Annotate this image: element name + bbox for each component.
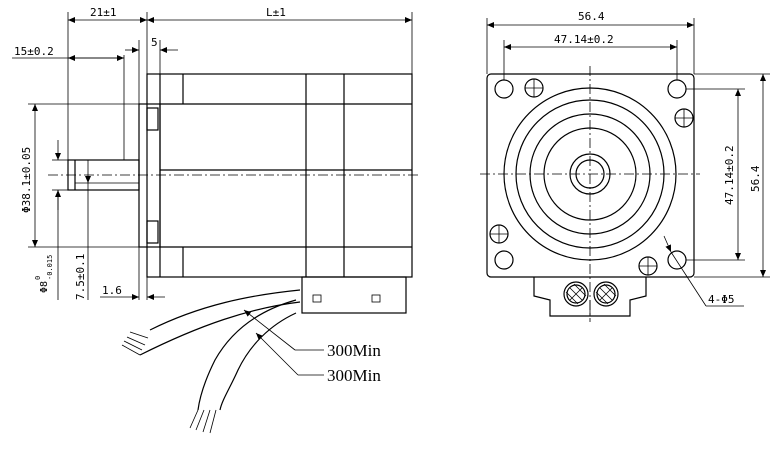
mount-hole-bl — [494, 250, 514, 270]
screw-heads — [489, 78, 694, 276]
mount-hole-tl — [494, 79, 514, 99]
dim-shaft-diameter: Φ8 — [39, 281, 50, 293]
dim-flange-thickness: 1.6 — [102, 284, 122, 297]
dim-hole-spacing-v: 47.14±0.2 — [723, 145, 736, 205]
mount-hole-tr — [667, 79, 687, 99]
motor-body-outline — [146, 73, 413, 278]
dim-pilot-diameter: Φ38.1±0.05 — [20, 147, 33, 213]
dim-hole-spacing-h: 47.14±0.2 — [554, 33, 614, 46]
pilot-boss — [138, 103, 161, 248]
dim-body-length: L±1 — [266, 6, 286, 19]
lead-length-label-1: 300Min — [327, 341, 381, 360]
dim-overall-height: 56.4 — [749, 165, 762, 192]
hole-callout: 4-Φ5 — [708, 293, 735, 306]
cable-connector — [301, 276, 407, 314]
dim-shaft-tol-upper: 0 — [34, 276, 42, 280]
dim-shaft-total: 21±1 — [90, 6, 117, 19]
mount-hole-br — [667, 250, 687, 270]
lead-wires — [121, 289, 324, 434]
flange-outline — [486, 73, 695, 278]
side-view — [12, 12, 420, 434]
front-view — [480, 18, 770, 322]
dim-flat-length: 15±0.2 — [14, 45, 54, 58]
dim-overall-width: 56.4 — [578, 10, 605, 23]
dim-shaft-tol-lower: -0.015 — [46, 255, 54, 280]
dim-flange-step: 5 — [151, 36, 158, 49]
lead-length-label-2: 300Min — [327, 366, 381, 385]
dim-flat-depth: 7.5±0.1 — [74, 254, 87, 300]
